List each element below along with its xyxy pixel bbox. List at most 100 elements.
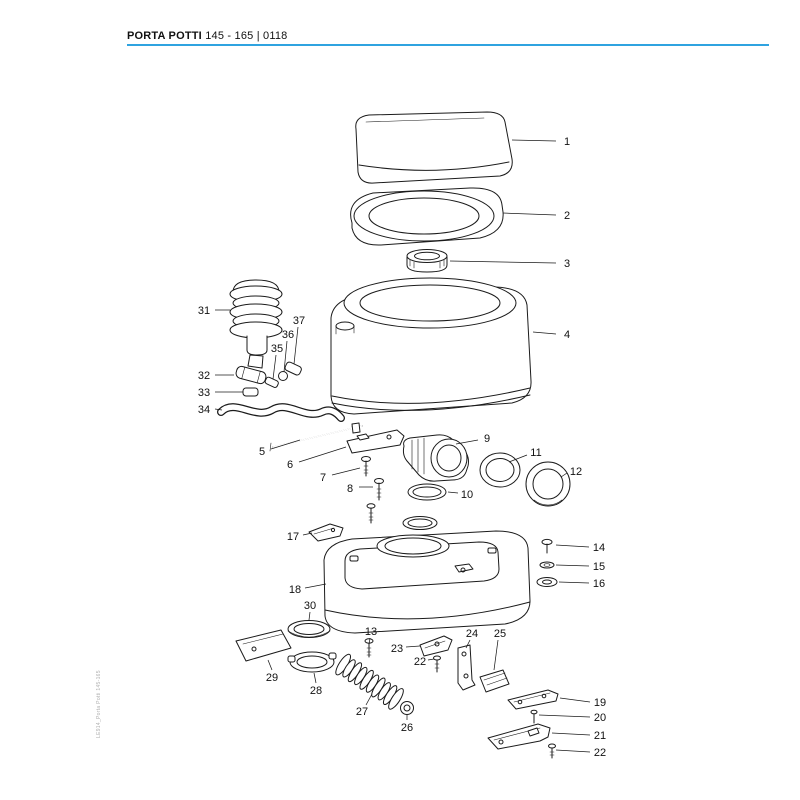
callout-number-6: 6 [287,459,293,471]
callout-number-31: 31 [198,305,210,317]
part-bellows-pump [229,279,283,369]
callout-number-12: 12 [570,466,582,478]
leader-line-22 [427,658,435,661]
leader-line-12 [560,472,568,478]
part-fitting-36 [278,371,288,381]
callout-number-16: 16 [593,578,605,590]
callout-number-32: 32 [198,370,210,382]
part-corrugated-hose-27 [335,653,404,710]
part-grommet-16 [536,577,558,587]
part-seal-ring-10 [407,483,447,501]
part-washer-15 [539,561,555,569]
callout-number-22: 22 [414,656,426,668]
header-accent-rule [127,44,769,46]
leader-line-14 [555,544,590,548]
leader-line-2 [502,212,557,216]
part-ring-26 [400,701,414,715]
callout-number-28: 28 [310,685,322,697]
part-clip-17 [308,523,344,542]
leader-line-15 [555,564,590,567]
leader-line-35 [272,354,277,380]
leader-line-4 [532,331,557,335]
leader-line-22b [555,749,591,753]
leader-line-29 [267,659,273,671]
callout-number-7: 7 [320,472,326,484]
callout-number-15: 15 [593,561,605,573]
leader-line-10 [447,491,459,494]
callout-number-2: 2 [564,210,570,222]
leader-line-20 [538,714,591,718]
leader-line-23 [405,645,421,648]
doc-title-brand: PORTA POTTI [127,30,202,42]
leader-line-25 [493,639,499,671]
part-hose [217,403,345,422]
part-ring-30 [287,620,331,638]
part-latch-21 [487,723,551,750]
leader-line-28 [313,672,317,684]
leader-line-7 [331,467,361,476]
callout-number-13: 13 [365,626,377,638]
document-header: PORTA POTTI 145 - 165 | 0118 [127,30,288,42]
doc-title-model: 145 - 165 | 0118 [205,30,288,42]
part-clamp-ring-28 [287,651,337,673]
leader-line-6 [298,446,347,463]
part-screw-22a [433,655,441,673]
leader-line-21 [551,732,591,736]
leader-line-37 [293,326,299,365]
leader-line-24 [465,639,471,649]
callout-number-33: 33 [198,387,210,399]
callout-number-17: 17 [287,531,299,543]
callout-number-29: 29 [266,672,278,684]
leader-line-18 [304,583,327,589]
callout-number-24: 24 [466,628,478,640]
callout-number-1: 1 [564,136,570,148]
part-cap-knob [406,249,448,273]
leader-line-34 [214,408,223,411]
part-screw-8 [374,478,384,501]
callout-number-35: 35 [271,343,283,355]
leader-line-9 [455,439,479,445]
leader-line-36 [283,340,288,373]
callout-layer: 1234313736353233345678910111217141516183… [198,136,606,759]
part-tube [235,365,267,385]
callout-number-4: 4 [564,329,570,341]
part-screw-20 [530,709,538,724]
part-screw-7 [361,456,371,477]
leader-line-11 [508,454,528,463]
callout-number-26: 26 [401,722,413,734]
callout-number-11: 11 [530,447,541,459]
callout-number-14: 14 [593,542,605,554]
part-screw-13 [364,638,374,658]
callout-number-5: 5 [259,446,265,458]
callout-number-34: 34 [198,404,210,416]
leader-line-16 [558,581,590,584]
part-gasket-11 [479,452,521,488]
callout-number-37: 37 [293,315,305,327]
callout-number-18: 18 [289,584,301,596]
part-elbow-pipe [402,434,469,482]
part-rod [269,424,363,452]
leader-line-3 [449,260,557,264]
part-bracket-23 [419,635,453,657]
callout-number-22b: 22 [594,747,606,759]
part-seat-ring [350,187,504,246]
callout-number-36: 36 [282,329,294,341]
leader-line-5 [270,439,301,450]
part-lid [355,111,513,184]
part-screw-22b [548,743,556,759]
leader-line-1 [511,139,557,142]
callout-number-27: 27 [356,706,368,718]
part-vent-25 [479,669,510,693]
callout-number-10: 10 [461,489,473,501]
callout-number-20: 20 [594,712,606,724]
part-mount-bracket-19 [507,689,559,710]
leader-line-27 [365,693,373,706]
part-screw-14 [541,538,553,554]
part-bracket-6 [346,422,405,454]
callout-number-9: 9 [484,433,490,445]
callout-number-25: 25 [494,628,506,640]
leader-line-17 [302,532,313,536]
callout-number-8: 8 [347,483,353,495]
part-upper-tank [330,277,532,415]
